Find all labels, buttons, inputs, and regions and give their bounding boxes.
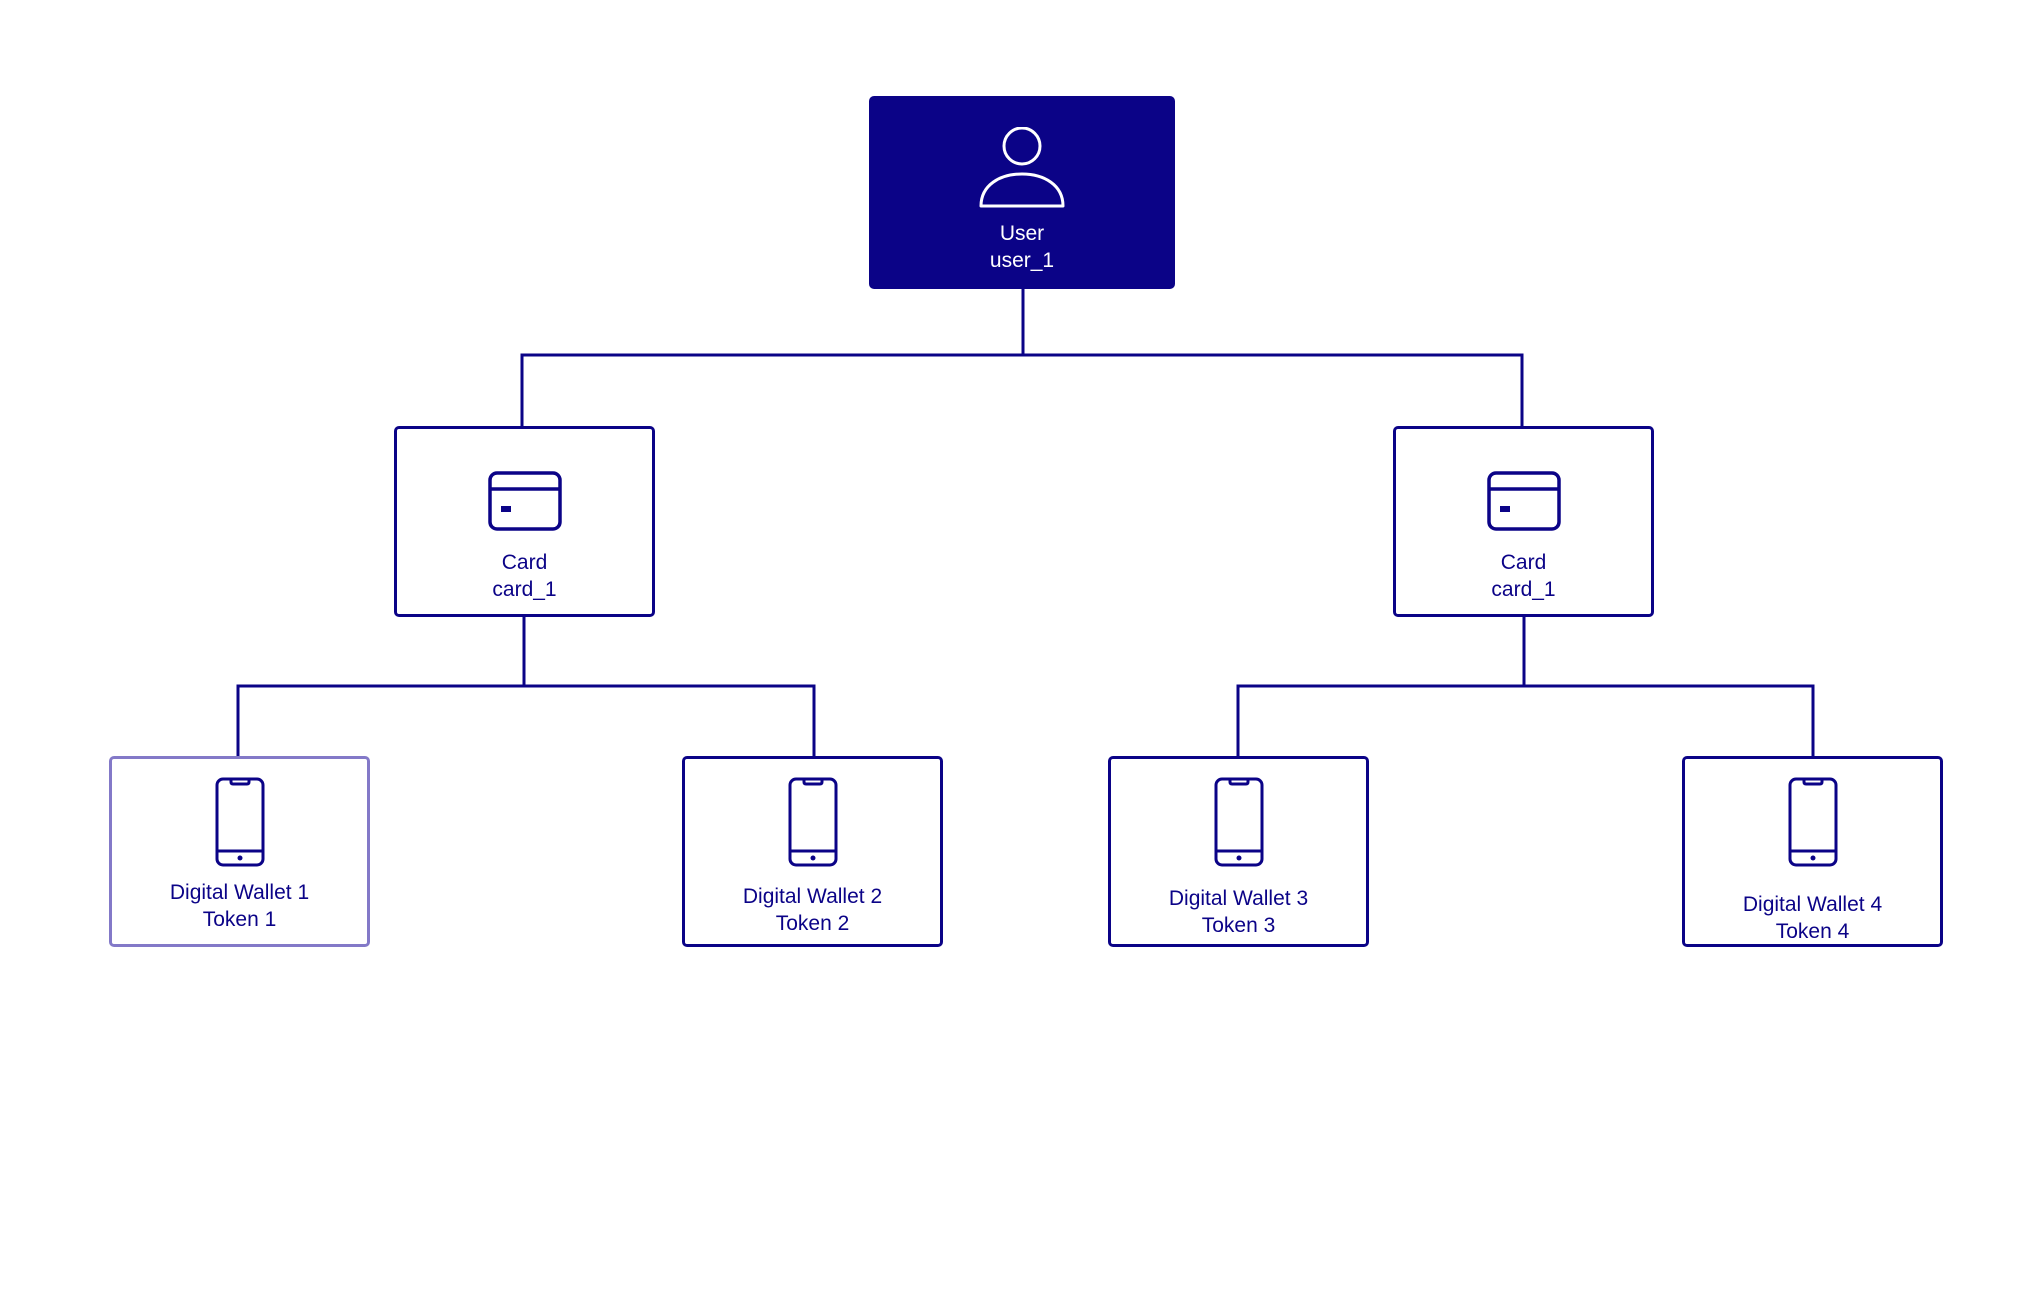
credit-card-icon [487, 471, 562, 531]
wallet-name: Digital Wallet 3 [1168, 887, 1309, 910]
connector-card1-to-wallets [236, 684, 816, 756]
card-label: Card card_1 [397, 549, 652, 603]
connector-user-to-cards [520, 353, 1524, 426]
wallet-label: Digital Wallet 1 Token 1 [112, 879, 367, 933]
wallet-node-1[interactable]: Digital Wallet 1 Token 1 [109, 756, 370, 947]
smartphone-icon [215, 777, 264, 867]
user-type: User [999, 222, 1045, 245]
card-type: Card [1500, 551, 1547, 574]
card-type: Card [501, 551, 548, 574]
wallet-label: Digital Wallet 3 Token 3 [1111, 885, 1366, 939]
user-icon [979, 127, 1065, 208]
wallet-label: Digital Wallet 4 Token 4 [1685, 891, 1940, 945]
wallet-name: Digital Wallet 1 [169, 881, 310, 904]
smartphone-icon [788, 777, 837, 867]
smartphone-icon [1214, 777, 1263, 867]
wallet-name: Digital Wallet 2 [742, 885, 883, 908]
user-id: user_1 [989, 249, 1055, 272]
user-label: User user_1 [872, 220, 1172, 274]
wallet-node-4[interactable]: Digital Wallet 4 Token 4 [1682, 756, 1943, 947]
wallet-token: Token 1 [202, 908, 277, 931]
card-node-2[interactable]: Card card_1 [1393, 426, 1654, 617]
connector-card2-to-wallets [1236, 684, 1815, 756]
wallet-token: Token 2 [775, 912, 850, 935]
wallet-token: Token 4 [1775, 920, 1850, 943]
wallet-label: Digital Wallet 2 Token 2 [685, 883, 940, 937]
wallet-name: Digital Wallet 4 [1742, 893, 1883, 916]
user-node[interactable]: User user_1 [869, 96, 1175, 289]
card-id: card_1 [1491, 578, 1556, 601]
wallet-node-3[interactable]: Digital Wallet 3 Token 3 [1108, 756, 1369, 947]
wallet-node-2[interactable]: Digital Wallet 2 Token 2 [682, 756, 943, 947]
card-node-1[interactable]: Card card_1 [394, 426, 655, 617]
wallet-token: Token 3 [1201, 914, 1276, 937]
smartphone-icon [1788, 777, 1837, 867]
card-id: card_1 [492, 578, 557, 601]
card-label: Card card_1 [1396, 549, 1651, 603]
credit-card-icon [1486, 471, 1561, 531]
